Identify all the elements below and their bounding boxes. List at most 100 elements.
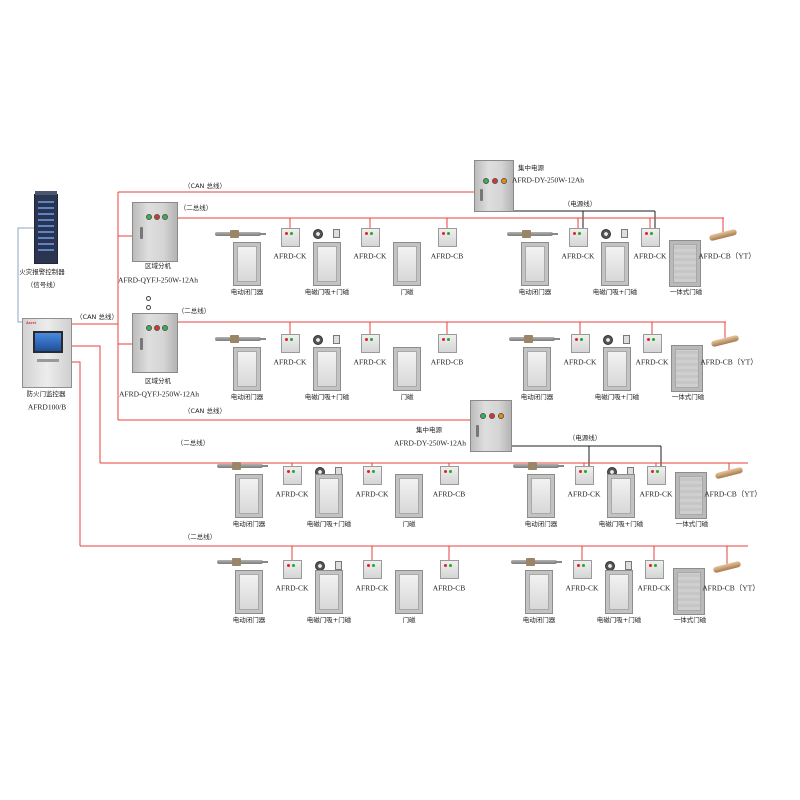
continuation-dot xyxy=(146,296,151,301)
cabinet-handle xyxy=(480,189,483,201)
device-caption: 电磁门吸+门磁 xyxy=(596,615,642,624)
signal-line xyxy=(17,227,34,323)
fire-door xyxy=(233,347,261,391)
ck-module xyxy=(646,466,666,485)
device-caption: 一体式门磁 xyxy=(675,519,709,528)
two-bus-feed-line xyxy=(72,361,81,546)
module-label: AFRD-CK xyxy=(273,251,307,261)
fire-door xyxy=(313,347,341,391)
electric-door-closer xyxy=(217,558,268,566)
ck-module xyxy=(362,560,382,579)
electric-door-closer xyxy=(215,230,266,238)
acrel-logo: Acrel xyxy=(26,320,37,325)
ck-module xyxy=(644,560,664,579)
fire-door xyxy=(395,570,423,614)
device-caption: 电动闭门器 xyxy=(232,519,266,528)
device-caption: 电磁门吸+门磁 xyxy=(594,392,640,401)
device-caption: 电动闭门器 xyxy=(518,287,552,296)
device-caption: 门磁 xyxy=(402,519,416,528)
module-label: AFRD-CK xyxy=(355,583,389,593)
two-bus-label: （二总线） xyxy=(177,306,211,315)
fire-door xyxy=(313,242,341,286)
indicator-light xyxy=(154,214,160,220)
two-bus-label: （二总线） xyxy=(176,438,210,447)
area-unit-1 xyxy=(132,202,178,262)
module-label: AFRD-CK xyxy=(273,357,307,367)
module-label: AFRD-CB（YT） xyxy=(698,251,756,261)
ck-module xyxy=(282,560,302,579)
module-label: AFRD-CB（YT） xyxy=(702,583,760,593)
fire-door xyxy=(315,474,343,518)
power-line xyxy=(582,211,656,228)
power-line-label: （电源线） xyxy=(568,433,602,442)
module-label: AFRD-CK xyxy=(353,251,387,261)
power-supply-label: 集中电源 xyxy=(518,163,544,172)
electric-door-closer xyxy=(217,462,268,470)
module-label: AFRD-CB xyxy=(432,489,466,499)
module-label: AFRD-CK xyxy=(567,489,601,499)
fire-door xyxy=(523,347,551,391)
device-caption: 一体式门磁 xyxy=(673,615,707,624)
integrated-door-magnet-door xyxy=(675,472,707,519)
area-unit-2 xyxy=(132,313,178,373)
electromagnetic-door-holder xyxy=(313,335,323,345)
door-monitor-panel: Acrel xyxy=(22,318,72,388)
module-label: AFRD-CK xyxy=(633,251,667,261)
signal-line-label: （信号线） xyxy=(26,280,60,289)
device-caption: 电磁门吸+门磁 xyxy=(304,287,350,296)
device-caption: 电磁门吸+门磁 xyxy=(598,519,644,528)
integrated-door-magnet-door xyxy=(669,240,701,287)
door-holder-plate xyxy=(623,335,630,344)
device-caption: 电磁门吸+门磁 xyxy=(306,519,352,528)
power-supply-model: AFRD-DY-250W-12Ah xyxy=(511,175,585,185)
two-bus-label: （二总线） xyxy=(179,203,213,212)
electromagnetic-door-holder xyxy=(603,335,613,345)
electromagnetic-door-holder xyxy=(313,229,323,239)
device-caption: 电磁门吸+门磁 xyxy=(304,392,350,401)
fire-door xyxy=(315,570,343,614)
fire-door xyxy=(393,242,421,286)
monitor-screen xyxy=(33,331,63,353)
indicator-light xyxy=(489,413,495,419)
fire-door xyxy=(525,570,553,614)
indicator-light xyxy=(162,214,168,220)
ck-module xyxy=(280,228,300,247)
fire-door xyxy=(527,474,555,518)
fire-door xyxy=(601,242,629,286)
electric-door-closer xyxy=(507,230,558,238)
central-power-supply-2 xyxy=(470,400,512,452)
module-label: AFRD-CK xyxy=(565,583,599,593)
device-caption: 一体式门磁 xyxy=(671,392,705,401)
two-bus-feed-line xyxy=(72,345,101,463)
power-line-label: （电源线） xyxy=(563,199,597,208)
ck-module xyxy=(570,334,590,353)
power-supply-model: AFRD-DY-250W-12Ah xyxy=(393,438,467,448)
indicator-light xyxy=(162,325,168,331)
module-label: AFRD-CK xyxy=(563,357,597,367)
device-caption: 一体式门磁 xyxy=(669,287,703,296)
fire-door xyxy=(235,474,263,518)
indicator-light xyxy=(154,325,160,331)
integrated-door-magnet-door xyxy=(673,568,705,615)
indicator-light xyxy=(501,178,507,184)
ck-module xyxy=(574,466,594,485)
module-label: AFRD-CK xyxy=(275,583,309,593)
cabinet-handle xyxy=(140,227,143,239)
module-label: AFRD-CK xyxy=(635,357,669,367)
indicator-light xyxy=(492,178,498,184)
two-bus-label: （二总线） xyxy=(183,532,217,541)
cb-module xyxy=(439,466,459,485)
fire-door xyxy=(235,570,263,614)
cabinet-handle xyxy=(476,425,479,437)
area-unit-model: AFRD-QYFJ-250W-12Ah xyxy=(117,275,199,285)
fire-door xyxy=(395,474,423,518)
ck-module xyxy=(568,228,588,247)
door-holder-plate xyxy=(333,335,340,344)
monitor-keypad xyxy=(37,359,59,362)
device-caption: 电磁门吸+门磁 xyxy=(592,287,638,296)
module-label: AFRD-CB xyxy=(430,251,464,261)
fire-door xyxy=(607,474,635,518)
cb-module xyxy=(439,560,459,579)
